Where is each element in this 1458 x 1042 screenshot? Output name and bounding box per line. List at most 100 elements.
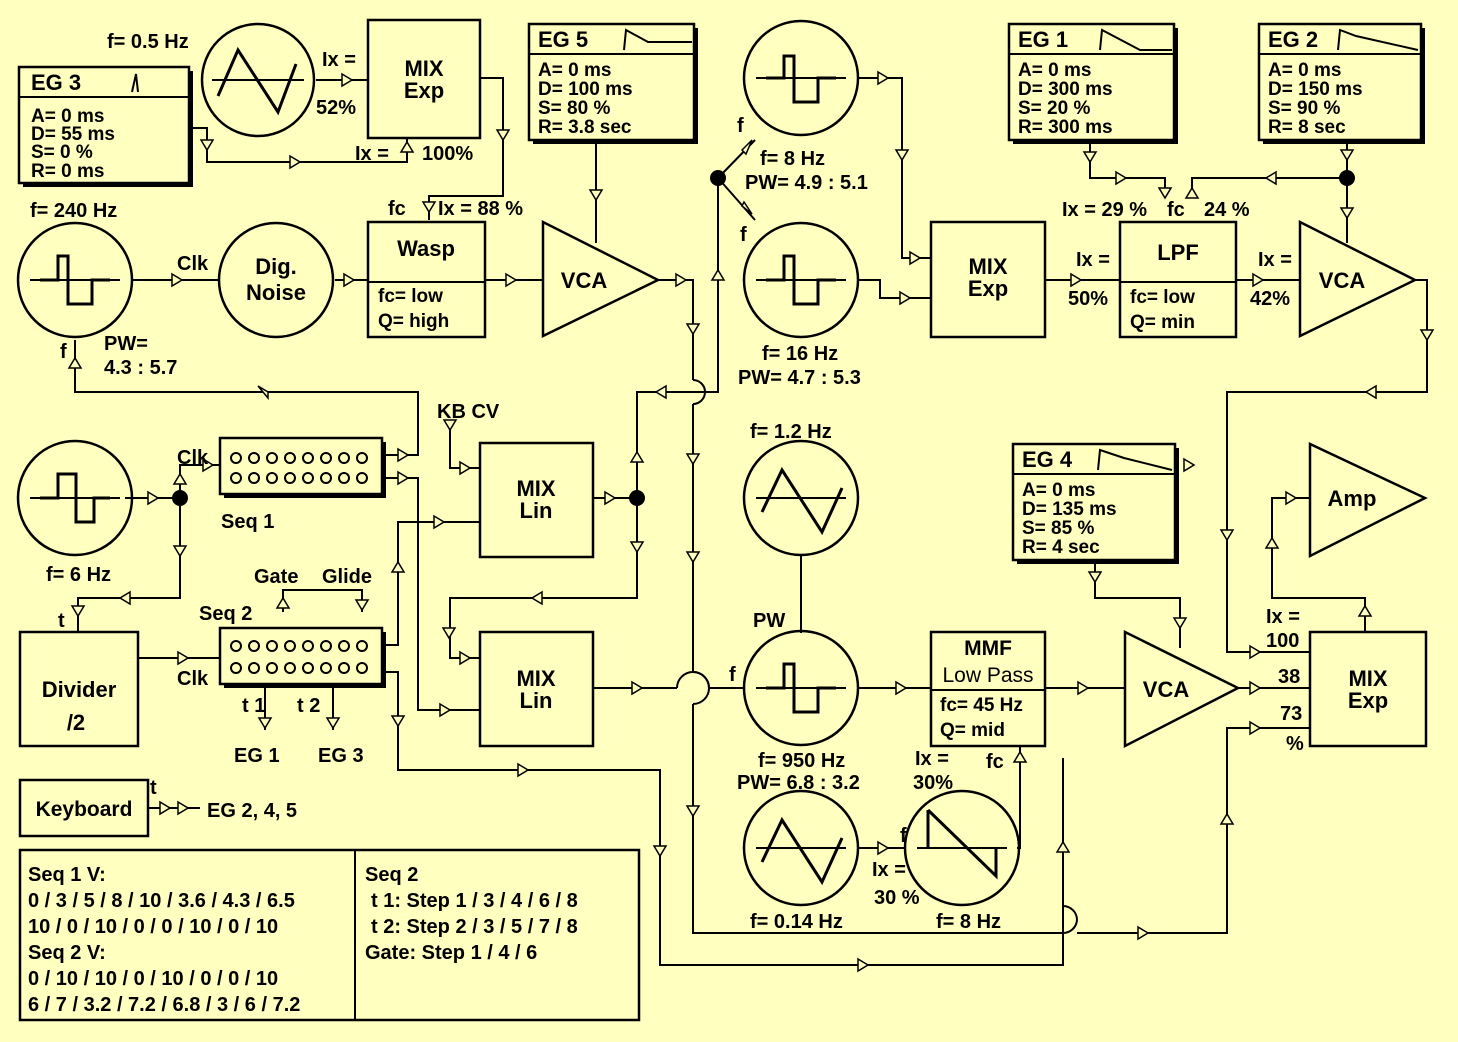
sequencer-1: Clk Seq 1 [177,436,386,533]
vca-module-2: Ix = 42% VCA [1250,219,1418,338]
seq1-voltages-row2: 10 / 0 / 10 / 0 / 0 / 10 / 0 / 10 [28,916,278,938]
junction-dot [710,170,726,186]
keyboard-module: t Keyboard EG 2, 4, 5 [18,777,297,838]
lfo-freq-label: f= 0.5 Hz [107,31,189,53]
mmf-title: MMF [964,637,1012,660]
mix-mode-label: Exp [1348,688,1388,713]
saw-ix-label: Ix = [872,859,906,881]
osc-freq-label: f= 8 Hz [760,148,825,170]
amp-module: Amp [1308,442,1428,559]
osc-pw-label: PW= [104,333,148,355]
eg-attack: A= 0 ms [1022,480,1095,501]
vca-ix-label: Ix = [1258,249,1292,271]
wasp-title: Wasp [397,236,455,261]
osc-pw-label: PW= 4.7 : 5.3 [738,367,861,389]
eg-title: EG 4 [1022,447,1073,472]
eg4-module: EG 4 A= 0 ms D= 135 ms S= 85 % R= 4 sec [1011,442,1179,564]
eg-decay: D= 150 ms [1268,79,1363,100]
lpf-q: Q= min [1130,312,1195,333]
osc-pw-label: PW= 4.9 : 5.1 [745,172,868,194]
vca-label: VCA [561,268,608,293]
mix-mode-label: Exp [968,276,1008,301]
eg3-module: EG 3 A= 0 ms D= 55 ms S= 0 % R= 0 ms [17,65,193,187]
eg-sustain: S= 85 % [1022,518,1094,539]
seq2-gate-steps: Gate: Step 1 / 4 / 6 [365,942,537,964]
lfo-6hz: f= 6 Hz [16,439,134,586]
osc-pw-input-label: PW [753,610,785,632]
divider-label-line2: /2 [67,710,85,735]
seq1-voltages-row1: 0 / 3 / 5 / 8 / 10 / 3.6 / 4.3 / 6.5 [28,890,295,912]
mix-percent-label: % [1286,733,1304,755]
seq2-triggers-title: Seq 2 [365,864,418,886]
mix-mode-label: Lin [520,498,553,523]
osc-950hz: PW f f= 950 Hz PW= 6.8 : 3.2 [729,610,860,794]
eg-decay: D= 300 ms [1018,79,1113,100]
sequencer-notes-panel: Seq 1 V: 0 / 3 / 5 / 8 / 10 / 3.6 / 4.3 … [18,848,641,1022]
mix-input2-level: 38 [1278,666,1300,688]
mmf-fc: fc= 45 Hz [940,695,1023,716]
seq-clk-label: Clk [177,447,209,469]
envelope-icon [1099,28,1172,51]
mix-label: MIX [968,254,1007,279]
lpf-module: Ix = 29 % fc 24 % LPF fc= low Q= min [1062,199,1250,339]
lfo-freq-label: f= 0.14 Hz [750,911,843,933]
envelope-icon [1337,28,1419,51]
eg-sustain: S= 90 % [1268,98,1340,119]
wasp-filter-module: fc Ix = 88 % Wasp fc= low Q= high [366,198,523,339]
mix-lin-module-2: MIX Lin [478,630,595,748]
divider-label-line1: Divider [42,677,117,702]
eg-decay: D= 135 ms [1022,499,1117,520]
eg-release: R= 4 sec [1022,537,1100,558]
noise-label-line2: Noise [246,280,306,305]
lpf-fc-amount: 24 % [1204,199,1250,221]
seq-gate-label: Gate [254,566,298,588]
osc-freq-label: f= 950 Hz [758,750,845,772]
osc-f-input-label: f [60,341,67,363]
mix-label: MIX [516,476,555,501]
osc-240hz: f= 240 Hz f PW= 4.3 : 5.7 [16,200,177,379]
divider-t-label: t [58,610,65,632]
lfo-freq-label: f= 6 Hz [46,564,111,586]
eg-release: R= 0 ms [31,161,104,182]
eg-title: EG 3 [31,70,81,95]
lfo-0-14hz: f= 0.14 Hz [742,789,860,933]
saw-freq-label: f= 8 Hz [936,911,1001,933]
mix-input3-level: 73 [1280,703,1302,725]
mix-exp-module-3: Ix = 100 38 73 % MIX Exp [1266,606,1428,755]
seq-eg3-target: EG 3 [318,745,364,767]
seq2-t1-steps: t 1: Step 1 / 3 / 4 / 6 / 8 [371,890,578,912]
lfo-ix-label: Ix = [322,49,356,71]
eg-attack: A= 0 ms [1268,60,1341,81]
wasp-fc: fc= low [378,286,443,307]
seq2-t2-steps: t 2: Step 2 / 3 / 5 / 7 / 8 [371,916,578,938]
eg-sustain: S= 80 % [538,98,610,119]
eg-title: EG 5 [538,27,588,52]
osc-pw-value: 4.3 : 5.7 [104,357,177,379]
mix-exp-module-2: MIX Exp Ix = 50% [929,220,1110,339]
lpf-title: LPF [1157,240,1199,265]
vca-ix-value: 42% [1250,288,1290,310]
lfo-ix-value: 52% [316,97,356,119]
mix-label: MIX [516,666,555,691]
wasp-fc-label: fc [388,198,406,220]
eg-release: R= 8 sec [1268,117,1346,138]
saw-f-input-label: f [900,825,907,847]
saw-8hz: f Ix = 30 % f= 8 Hz [872,789,1021,933]
eg-release: R= 3.8 sec [538,117,632,138]
arrows [67,70,1435,973]
vca-module-3: VCA [1123,629,1241,749]
keyboard-label: Keyboard [36,798,133,821]
sequencer-knobs [230,640,368,674]
mix-ix-value: 100% [422,143,473,165]
lfo-1-2hz: f= 1.2 Hz [742,421,860,557]
mmf-ix-label: Ix = [915,748,949,770]
mmf-filter-module: MMF Low Pass fc= 45 Hz Q= mid Ix = 30% f… [913,630,1047,794]
eg-attack: A= 0 ms [31,106,104,127]
seq-clk-label: Clk [177,668,209,690]
mix-mode-label: Lin [520,688,553,713]
mix-label: MIX [404,56,443,81]
amp-label: Amp [1328,486,1377,511]
seq-label: Seq 2 [199,603,252,625]
pulse-wave-icon [40,254,110,306]
keyboard-t-label: t [150,777,157,799]
